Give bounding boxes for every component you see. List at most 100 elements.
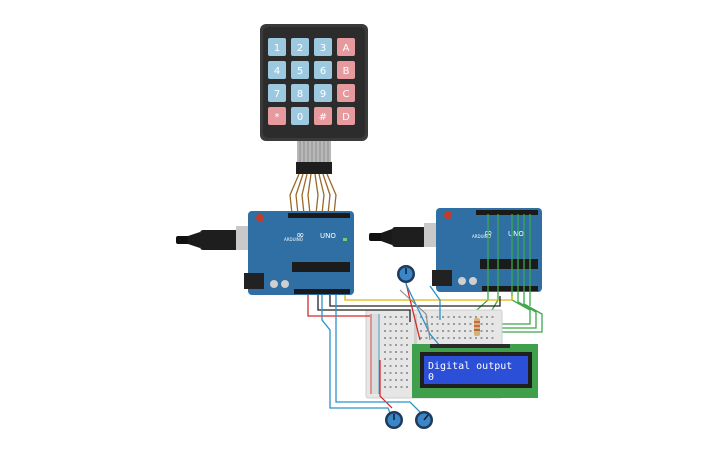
breadboard-hole: [447, 323, 450, 325]
breadboard-hole: [400, 351, 403, 353]
keypad-key-face: [337, 107, 355, 125]
potentiometer-bottom-right[interactable]: [415, 411, 433, 429]
breadboard-hole: [406, 337, 408, 339]
keypad-key[interactable]: C: [337, 84, 355, 102]
breadboard-hole: [389, 372, 392, 374]
keypad-key[interactable]: 5: [291, 61, 309, 79]
breadboard-hole: [480, 316, 483, 318]
arduino-uno-right[interactable]: ARDUINO ∞ UNO: [369, 208, 542, 292]
reset-button-left[interactable]: [256, 214, 264, 222]
keypad-key-label: #: [319, 112, 327, 123]
breadboard-hole: [389, 323, 392, 325]
keypad-key[interactable]: *: [268, 107, 286, 125]
lcd-pin-header: [430, 344, 510, 348]
lcd-screen: [424, 356, 528, 384]
breadboard-rail-left: [370, 314, 380, 394]
potentiometer-top[interactable]: [397, 265, 415, 283]
keypad-key-face: [291, 61, 309, 79]
header-bottom-right: [482, 286, 538, 291]
breadboard-hole: [400, 386, 403, 388]
keypad-key[interactable]: 1: [268, 38, 286, 56]
keypad-key-face: [314, 38, 332, 56]
keypad-key[interactable]: 3: [314, 38, 332, 56]
keypad-key-label: *: [275, 112, 280, 123]
keypad-key-face: [314, 84, 332, 102]
breadboard-hole: [400, 379, 403, 381]
keypad-key-face: [314, 61, 332, 79]
breadboard-hole: [395, 344, 397, 346]
arduino-uno-left[interactable]: ARDUINO ∞ UNO: [176, 211, 354, 295]
breadboard-hole: [400, 365, 403, 367]
breadboard-hole: [406, 323, 408, 325]
lcd-line-1: Digital output: [428, 361, 512, 372]
keypad-key-label: 2: [297, 43, 303, 54]
capacitor-left-1: [270, 280, 278, 288]
breadboard-hole: [395, 323, 397, 325]
breadboard-hole: [431, 330, 433, 332]
breadboard-hole: [436, 330, 439, 332]
keypad-key[interactable]: 7: [268, 84, 286, 102]
breadboard-hole: [400, 323, 403, 325]
breadboard-hole: [464, 323, 466, 325]
keypad-key-label: 3: [320, 43, 326, 54]
breadboard-hole: [384, 344, 386, 346]
keypad-key[interactable]: A: [337, 38, 355, 56]
breadboard-hole: [395, 365, 397, 367]
keypad-key-label: 0: [297, 112, 303, 123]
reset-button-right[interactable]: [444, 211, 452, 219]
keypad-key[interactable]: #: [314, 107, 332, 125]
breadboard-hole: [491, 323, 494, 325]
keypad-ribbon-lines: [299, 141, 329, 163]
keypad-key[interactable]: 4: [268, 61, 286, 79]
breadboard-hole: [395, 358, 397, 360]
usb-plug-left: [176, 236, 190, 244]
breadboard-hole: [384, 351, 386, 353]
breadboard-hole: [458, 330, 461, 332]
wire-red-group: [307, 282, 421, 409]
breadboard-hole: [406, 351, 408, 353]
arduino-model-right: UNO: [508, 230, 524, 238]
lcd-16x2[interactable]: Digital output 0: [412, 344, 538, 398]
keypad-key-face: [291, 107, 309, 125]
wire-blue-group: [321, 283, 441, 419]
potentiometer-bottom-left[interactable]: [385, 411, 403, 429]
arduino-board-right: [436, 208, 542, 292]
resistor[interactable]: [474, 318, 480, 336]
arduino-logo-left: ARDUINO: [284, 237, 303, 242]
keypad-key[interactable]: 6: [314, 61, 332, 79]
breadboard-hole: [469, 323, 472, 325]
breadboard-hole: [406, 379, 408, 381]
arduino-infinity-left: ∞: [296, 230, 304, 241]
led-left: [343, 238, 347, 241]
keypad-key[interactable]: B: [337, 61, 355, 79]
keypad-key-face: [291, 84, 309, 102]
breadboard-hole: [384, 365, 386, 367]
breadboard-hole: [384, 372, 386, 374]
breadboard-hole: [436, 323, 439, 325]
breadboard-hole: [400, 358, 403, 360]
keypad-key[interactable]: 9: [314, 84, 332, 102]
breadboard-hole: [442, 323, 444, 325]
breadboard-hole: [406, 344, 408, 346]
keypad-key[interactable]: 2: [291, 38, 309, 56]
breadboard-hole: [431, 316, 433, 318]
breadboard-hole: [384, 358, 386, 360]
keypad-key[interactable]: D: [337, 107, 355, 125]
breadboard-hole: [384, 379, 386, 381]
wire-yellow: [344, 295, 513, 301]
keypad-key-label: 5: [297, 66, 303, 77]
keypad-header: [296, 162, 332, 174]
breadboard-hole: [395, 330, 397, 332]
breadboard-hole: [406, 316, 408, 318]
keypad-key-label: B: [343, 66, 350, 77]
breadboard-hole: [389, 330, 392, 332]
breadboard-hole: [486, 323, 488, 325]
arduino-board-left: [248, 211, 354, 295]
keypad-key[interactable]: 8: [291, 84, 309, 102]
keypad-key-face: [268, 107, 286, 125]
breadboard-hole: [395, 316, 397, 318]
breadboard-hole: [442, 316, 444, 318]
keypad-key[interactable]: 0: [291, 107, 309, 125]
